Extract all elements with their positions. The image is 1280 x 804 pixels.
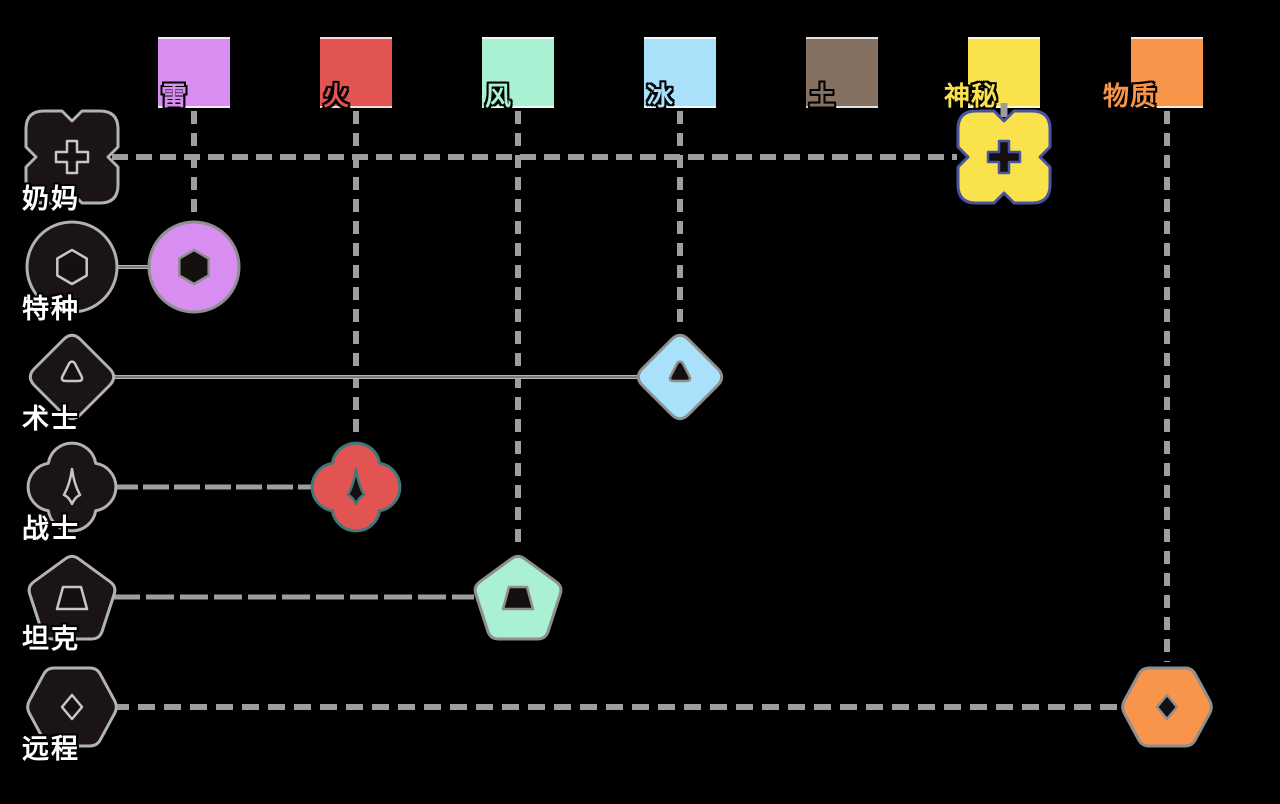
element-square-fire (320, 37, 392, 108)
match-node-tank-wind (473, 554, 563, 641)
row-label-special: 特种 (22, 294, 80, 324)
shape-nodes (24, 109, 1213, 748)
match-node-warrior-fire (310, 441, 402, 533)
match-node-warlock-ice (636, 333, 724, 421)
row-label-warrior: 战士 (22, 514, 80, 544)
element-square-wind (482, 37, 554, 108)
row-label-ranged: 远程 (22, 734, 80, 764)
connector-lines (110, 103, 1170, 710)
match-node-ranged-material (1121, 666, 1213, 748)
row-label-warlock: 术士 (22, 404, 80, 434)
element-square-thunder (158, 37, 230, 108)
column-label-ice: 冰 (646, 81, 674, 111)
column-label-earth: 土 (808, 81, 836, 111)
column-label-thunder: 雷 (160, 81, 188, 111)
match-node-special-thunder (147, 220, 241, 314)
element-square-ice (644, 37, 716, 108)
row-label-tank: 坦克 (22, 624, 80, 654)
element-square-material (1131, 37, 1203, 108)
row-label-healer: 奶妈 (22, 184, 80, 214)
column-label-material: 物质 (1102, 81, 1157, 111)
match-node-healer-mystic (956, 109, 1052, 205)
column-label-wind: 风 (484, 81, 512, 111)
column-label-mystic: 神秘 (943, 81, 998, 111)
column-label-fire: 火 (322, 81, 350, 111)
element-square-earth (806, 37, 878, 108)
